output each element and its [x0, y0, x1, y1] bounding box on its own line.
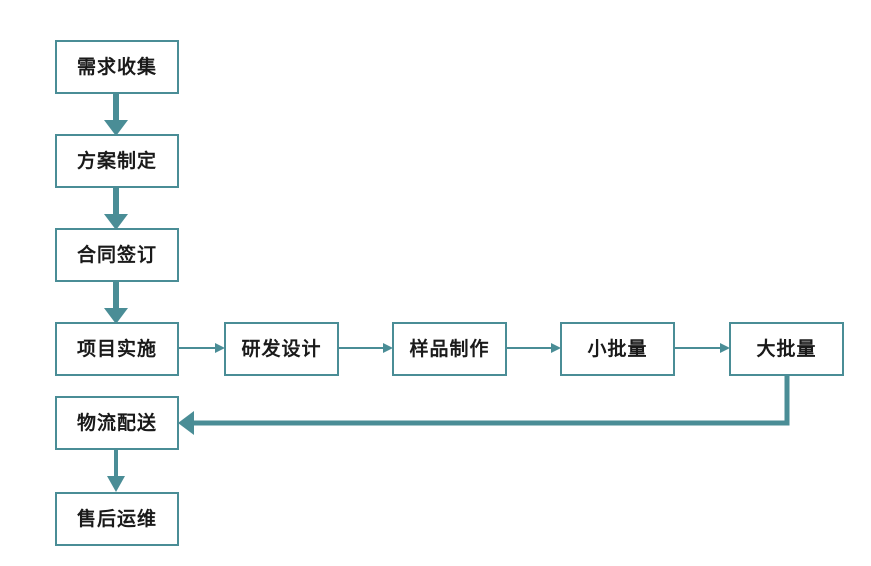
connector-logistics-to-aftersales [107, 450, 125, 492]
node-proposal-planning[interactable]: 方案制定 [55, 134, 179, 188]
node-rnd-design[interactable]: 研发设计 [224, 322, 339, 376]
node-label: 项目实施 [76, 337, 157, 360]
node-label: 大批量 [756, 337, 817, 360]
connector-proposal-to-contract [104, 188, 128, 230]
node-logistics-delivery[interactable]: 物流配送 [55, 396, 179, 450]
node-mass-batch[interactable]: 大批量 [729, 322, 844, 376]
node-project-implementation[interactable]: 项目实施 [55, 322, 179, 376]
node-label: 研发设计 [241, 337, 322, 360]
connector-small-batch-to-mass-batch [675, 343, 730, 353]
connector-mass-batch-to-logistics [178, 376, 790, 435]
node-label: 方案制定 [76, 149, 157, 172]
node-label: 售后运维 [76, 507, 157, 530]
node-label: 样品制作 [409, 337, 490, 360]
node-label: 物流配送 [76, 411, 157, 434]
node-label: 小批量 [587, 337, 648, 360]
node-aftersales-maintenance[interactable]: 售后运维 [55, 492, 179, 546]
node-sample-production[interactable]: 样品制作 [392, 322, 507, 376]
node-label: 需求收集 [76, 55, 157, 78]
connector-requirements-to-proposal [104, 94, 128, 136]
connector-implementation-to-rnd [179, 343, 225, 353]
node-small-batch[interactable]: 小批量 [560, 322, 675, 376]
node-contract-signing[interactable]: 合同签订 [55, 228, 179, 282]
node-label: 合同签订 [76, 243, 157, 266]
connector-sample-to-small-batch [507, 343, 561, 353]
node-requirements-gathering[interactable]: 需求收集 [55, 40, 179, 94]
connector-rnd-to-sample [339, 343, 393, 353]
connector-contract-to-implementation [104, 282, 128, 324]
